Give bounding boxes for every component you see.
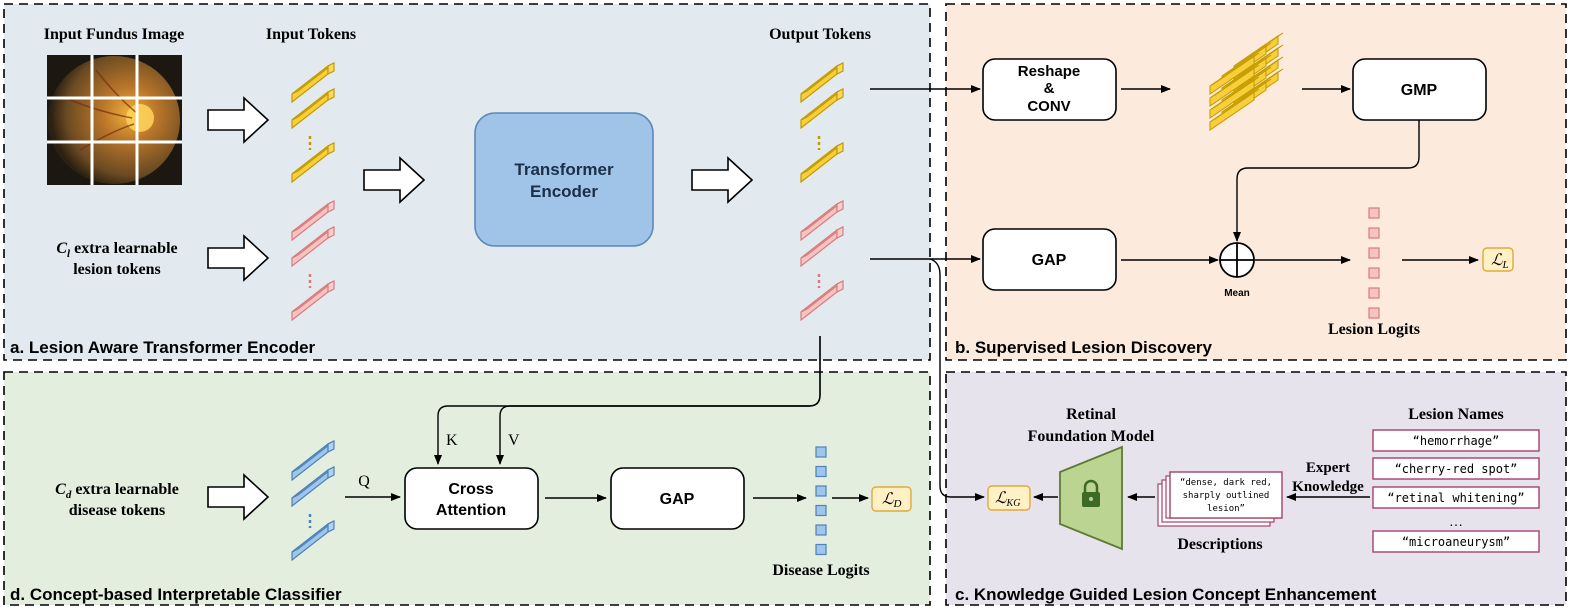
input-image-tokens	[291, 62, 335, 184]
gap-label-lesion: GAP	[1032, 252, 1067, 269]
hollow-arrow-lesion	[207, 234, 270, 282]
gmp-block: GMP	[1352, 58, 1487, 121]
transformer-encoder-block: Transformer Encoder	[474, 112, 654, 247]
foundation-model-label-line2: Foundation Model	[1028, 428, 1155, 445]
fundus-image	[47, 55, 182, 185]
disease-logits-column	[815, 446, 827, 556]
gap-block-disease: GAP	[610, 467, 745, 530]
output-tokens-label: Output Tokens	[769, 26, 871, 43]
disease-tokens	[291, 440, 335, 562]
lesion-name-item: “microaneurysm”	[1372, 530, 1540, 553]
loss-l-badge: ℒL	[1482, 247, 1514, 272]
descriptions-stack: “dense, dark red, sharply outlined lesio…	[1157, 471, 1283, 527]
lesion-tokens-label-line2: lesion tokens	[73, 261, 161, 278]
logit-cell	[815, 485, 827, 497]
svg-text:“microaneurysm”: “microaneurysm”	[1402, 535, 1510, 549]
logit-cell	[815, 465, 827, 478]
logit-cell	[1368, 207, 1380, 219]
output-image-tokens	[800, 62, 844, 184]
hollow-arrow-to-encoder	[363, 156, 426, 204]
description-line-2: sharply outlined	[1183, 491, 1270, 501]
q-label: Q	[358, 473, 370, 490]
logit-cell	[1368, 287, 1380, 299]
svg-text:“hemorrhage”: “hemorrhage”	[1413, 434, 1500, 448]
reshape-label-line2: &	[1044, 80, 1055, 97]
cross-attention-line1: Cross	[448, 481, 493, 498]
lesion-names-ellipsis: …	[1449, 515, 1463, 530]
gap-block-lesion: GAP	[982, 228, 1117, 291]
disease-logits-label: Disease Logits	[772, 562, 869, 579]
lesion-name-item: “cherry-red spot”	[1372, 457, 1540, 480]
panel-c-title: c. Knowledge Guided Lesion Concept Enhan…	[955, 585, 1377, 604]
input-lesion-tokens	[291, 200, 335, 322]
lesion-names-title: Lesion Names	[1408, 406, 1504, 423]
foundation-model-trapezoid	[1059, 445, 1123, 551]
foundation-model-label-line1: Retinal	[1066, 406, 1116, 423]
reshape-conv-block: Reshape & CONV	[982, 58, 1117, 121]
logit-cell	[1368, 307, 1380, 319]
expert-knowledge-line2: Knowledge	[1292, 479, 1364, 495]
expert-knowledge-line1: Expert	[1306, 460, 1350, 476]
panel-b-title: b. Supervised Lesion Discovery	[955, 338, 1213, 357]
panel-a-title: a. Lesion Aware Transformer Encoder	[10, 338, 316, 357]
gap-label-disease: GAP	[660, 491, 695, 508]
k-label: K	[446, 432, 458, 449]
cross-attention-line2: Attention	[436, 502, 506, 519]
logit-cell	[1368, 227, 1380, 239]
reshape-label-line1: Reshape	[1018, 63, 1081, 80]
disease-tokens-label-line2: disease tokens	[69, 502, 165, 519]
mean-operator: Mean	[1219, 242, 1255, 299]
lock-icon	[1082, 479, 1100, 507]
mean-label: Mean	[1224, 288, 1250, 299]
reshape-label-line3: CONV	[1027, 98, 1070, 115]
v-label: V	[508, 432, 520, 449]
logit-cell	[815, 524, 827, 536]
logit-cell	[1368, 267, 1380, 279]
loss-kg-text: ℒKG	[995, 490, 1020, 509]
description-line-1: “dense, dark red,	[1180, 478, 1272, 488]
hollow-arrow-disease	[207, 473, 270, 521]
loss-kg-badge: ℒKG	[987, 485, 1031, 511]
svg-text:“cherry-red spot”: “cherry-red spot”	[1395, 462, 1518, 476]
cross-attention-block: Cross Attention	[404, 467, 539, 530]
gmp-label: GMP	[1401, 82, 1438, 99]
lesion-name-item: “retinal whitening”	[1372, 486, 1540, 509]
svg-text:“retinal whitening”: “retinal whitening”	[1387, 491, 1524, 505]
loss-d-badge: ℒD	[871, 486, 912, 512]
hollow-arrow-from-encoder	[691, 156, 754, 204]
description-line-3: lesion”	[1207, 504, 1245, 514]
lesion-logits-column	[1368, 207, 1380, 319]
loss-l-text: ℒL	[1491, 252, 1509, 271]
logit-cell	[815, 504, 827, 517]
disease-tokens-label-line1: Cd extra learnable	[55, 481, 179, 501]
lesion-logits-label: Lesion Logits	[1328, 321, 1420, 338]
transformer-label-line2: Encoder	[530, 182, 598, 201]
output-lesion-tokens	[800, 200, 844, 322]
lesion-name-item: “hemorrhage”	[1372, 429, 1540, 452]
input-image-label: Input Fundus Image	[44, 26, 185, 43]
transformer-label-line1: Transformer	[514, 160, 614, 179]
loss-d-text: ℒD	[882, 491, 902, 510]
descriptions-label: Descriptions	[1177, 536, 1262, 553]
panel-d-title: d. Concept-based Interpretable Classifie…	[10, 585, 342, 604]
logit-cell	[1368, 247, 1380, 259]
input-tokens-label: Input Tokens	[266, 26, 356, 43]
hollow-arrow-image	[207, 96, 270, 144]
feature-map-cube	[1209, 32, 1284, 131]
logit-cell	[815, 543, 827, 556]
logit-cell	[815, 446, 827, 458]
lesion-tokens-label-line1: Cl extra learnable	[56, 240, 177, 260]
